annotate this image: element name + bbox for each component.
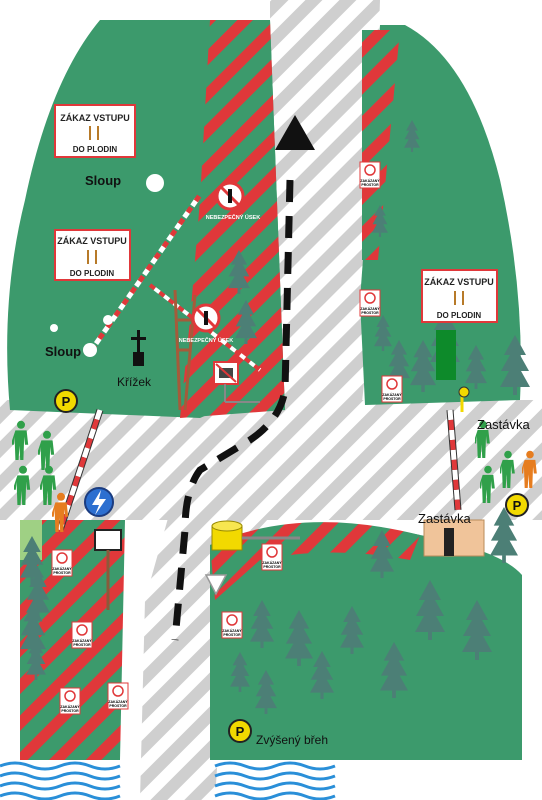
bus-stop-building[interactable]: [423, 519, 485, 557]
sign-text: DO PLODIN: [73, 145, 118, 154]
sign-text: PROSTOR: [383, 397, 401, 401]
sign-text: PROSTOR: [53, 571, 71, 575]
wheat-icon: [87, 250, 97, 264]
lightning-icon: [92, 490, 106, 515]
sign-text: PROSTOR: [223, 633, 241, 637]
cross-icon[interactable]: [131, 330, 146, 366]
label-zvyseny-breh: Zvýšený břeh: [256, 733, 328, 747]
fence-diagonal: [85, 193, 203, 357]
barrier-right: [446, 386, 470, 511]
info-board[interactable]: [94, 529, 122, 610]
parking-marker-2[interactable]: P: [505, 493, 529, 517]
electric-sign[interactable]: [84, 487, 114, 517]
parking-marker-1[interactable]: P: [54, 389, 78, 413]
danger-sign-1[interactable]: NEBEZPEČNÝ ÚSEK: [206, 181, 260, 221]
field-bottom-right: [210, 524, 522, 760]
parking-letter: P: [62, 394, 71, 409]
wheat-icon: [89, 126, 99, 140]
sign-text: ZAKÁZANÝ: [382, 392, 402, 397]
trees: [20, 120, 530, 714]
parking-marker-3[interactable]: P: [228, 719, 252, 743]
sign-text: ZAKÁZANÝ: [52, 566, 72, 571]
sloup-marker-top[interactable]: [146, 174, 164, 192]
label-sloup-top: Sloup: [85, 173, 121, 188]
sign-text: ZAKÁZANÝ: [360, 178, 380, 183]
sign-text: ZÁKAZ VSTUPU: [57, 236, 127, 246]
field-top-right-hatch: [362, 30, 400, 260]
no-entry-crops-sign-2[interactable]: ZÁKAZ VSTUPU DO PLODIN: [54, 229, 131, 281]
warning-triangle[interactable]: [204, 574, 228, 596]
label-krizek: Křížek: [117, 375, 152, 389]
sign-text: PROSTOR: [61, 709, 79, 713]
water-waves-icon: [0, 761, 336, 800]
sign-text: DO PLODIN: [437, 311, 482, 320]
wheat-icon: [454, 291, 464, 305]
no-pedestrian-icon: [204, 311, 208, 325]
no-photo-sign[interactable]: [213, 361, 260, 403]
pole-marker: [50, 324, 58, 332]
arrow-up-icon: [275, 115, 315, 150]
pole-marker: [103, 315, 113, 325]
sign-text: ZAKÁZANÝ: [222, 628, 242, 633]
danger-sign-text: NEBEZPEČNÝ ÚSEK: [206, 214, 260, 221]
fence-diagonal-red: [85, 193, 203, 357]
sign-text: PROSTOR: [73, 643, 91, 647]
no-entry-crops-sign-3[interactable]: ZÁKAZ VSTUPU DO PLODIN: [421, 269, 498, 323]
parking-letter: P: [513, 498, 522, 513]
sign-text: PROSTOR: [361, 311, 379, 315]
sign-text: PROSTOR: [361, 183, 379, 187]
sloup-marker-bottom[interactable]: [83, 343, 97, 357]
sign-text: ZAKÁZANÝ: [262, 560, 282, 565]
label-sloup-bottom: Sloup: [45, 344, 81, 359]
sign-text: ZÁKAZ VSTUPU: [60, 113, 130, 123]
no-entry-crops-sign-1[interactable]: ZÁKAZ VSTUPU DO PLODIN: [54, 104, 136, 158]
sign-text: ZAKÁZANÝ: [60, 704, 80, 709]
sign-text: ZAKÁZANÝ: [72, 638, 92, 643]
route-dashed-line: [171, 179, 294, 641]
tall-green-tree: [436, 330, 456, 380]
no-pedestrian-icon: [228, 189, 232, 203]
sign-text: PROSTOR: [263, 565, 281, 569]
sign-text: ZAKÁZANÝ: [360, 306, 380, 311]
label-zastavka-right: Zastávka: [477, 417, 531, 432]
field-bottom-right-hatch: [210, 522, 420, 600]
danger-sign-2[interactable]: NEBEZPEČNÝ ÚSEK: [179, 303, 233, 344]
sign-text: ZAKÁZANÝ: [108, 699, 128, 704]
label-zastavka-building: Zastávka: [418, 511, 472, 526]
sign-text: ZÁKAZ VSTUPU: [424, 277, 494, 287]
danger-sign-text: NEBEZPEČNÝ ÚSEK: [179, 337, 233, 344]
yellow-tank: [211, 520, 300, 551]
sign-text: PROSTOR: [109, 704, 127, 708]
parking-letter: P: [236, 724, 245, 739]
sign-text: DO PLODIN: [70, 269, 115, 278]
